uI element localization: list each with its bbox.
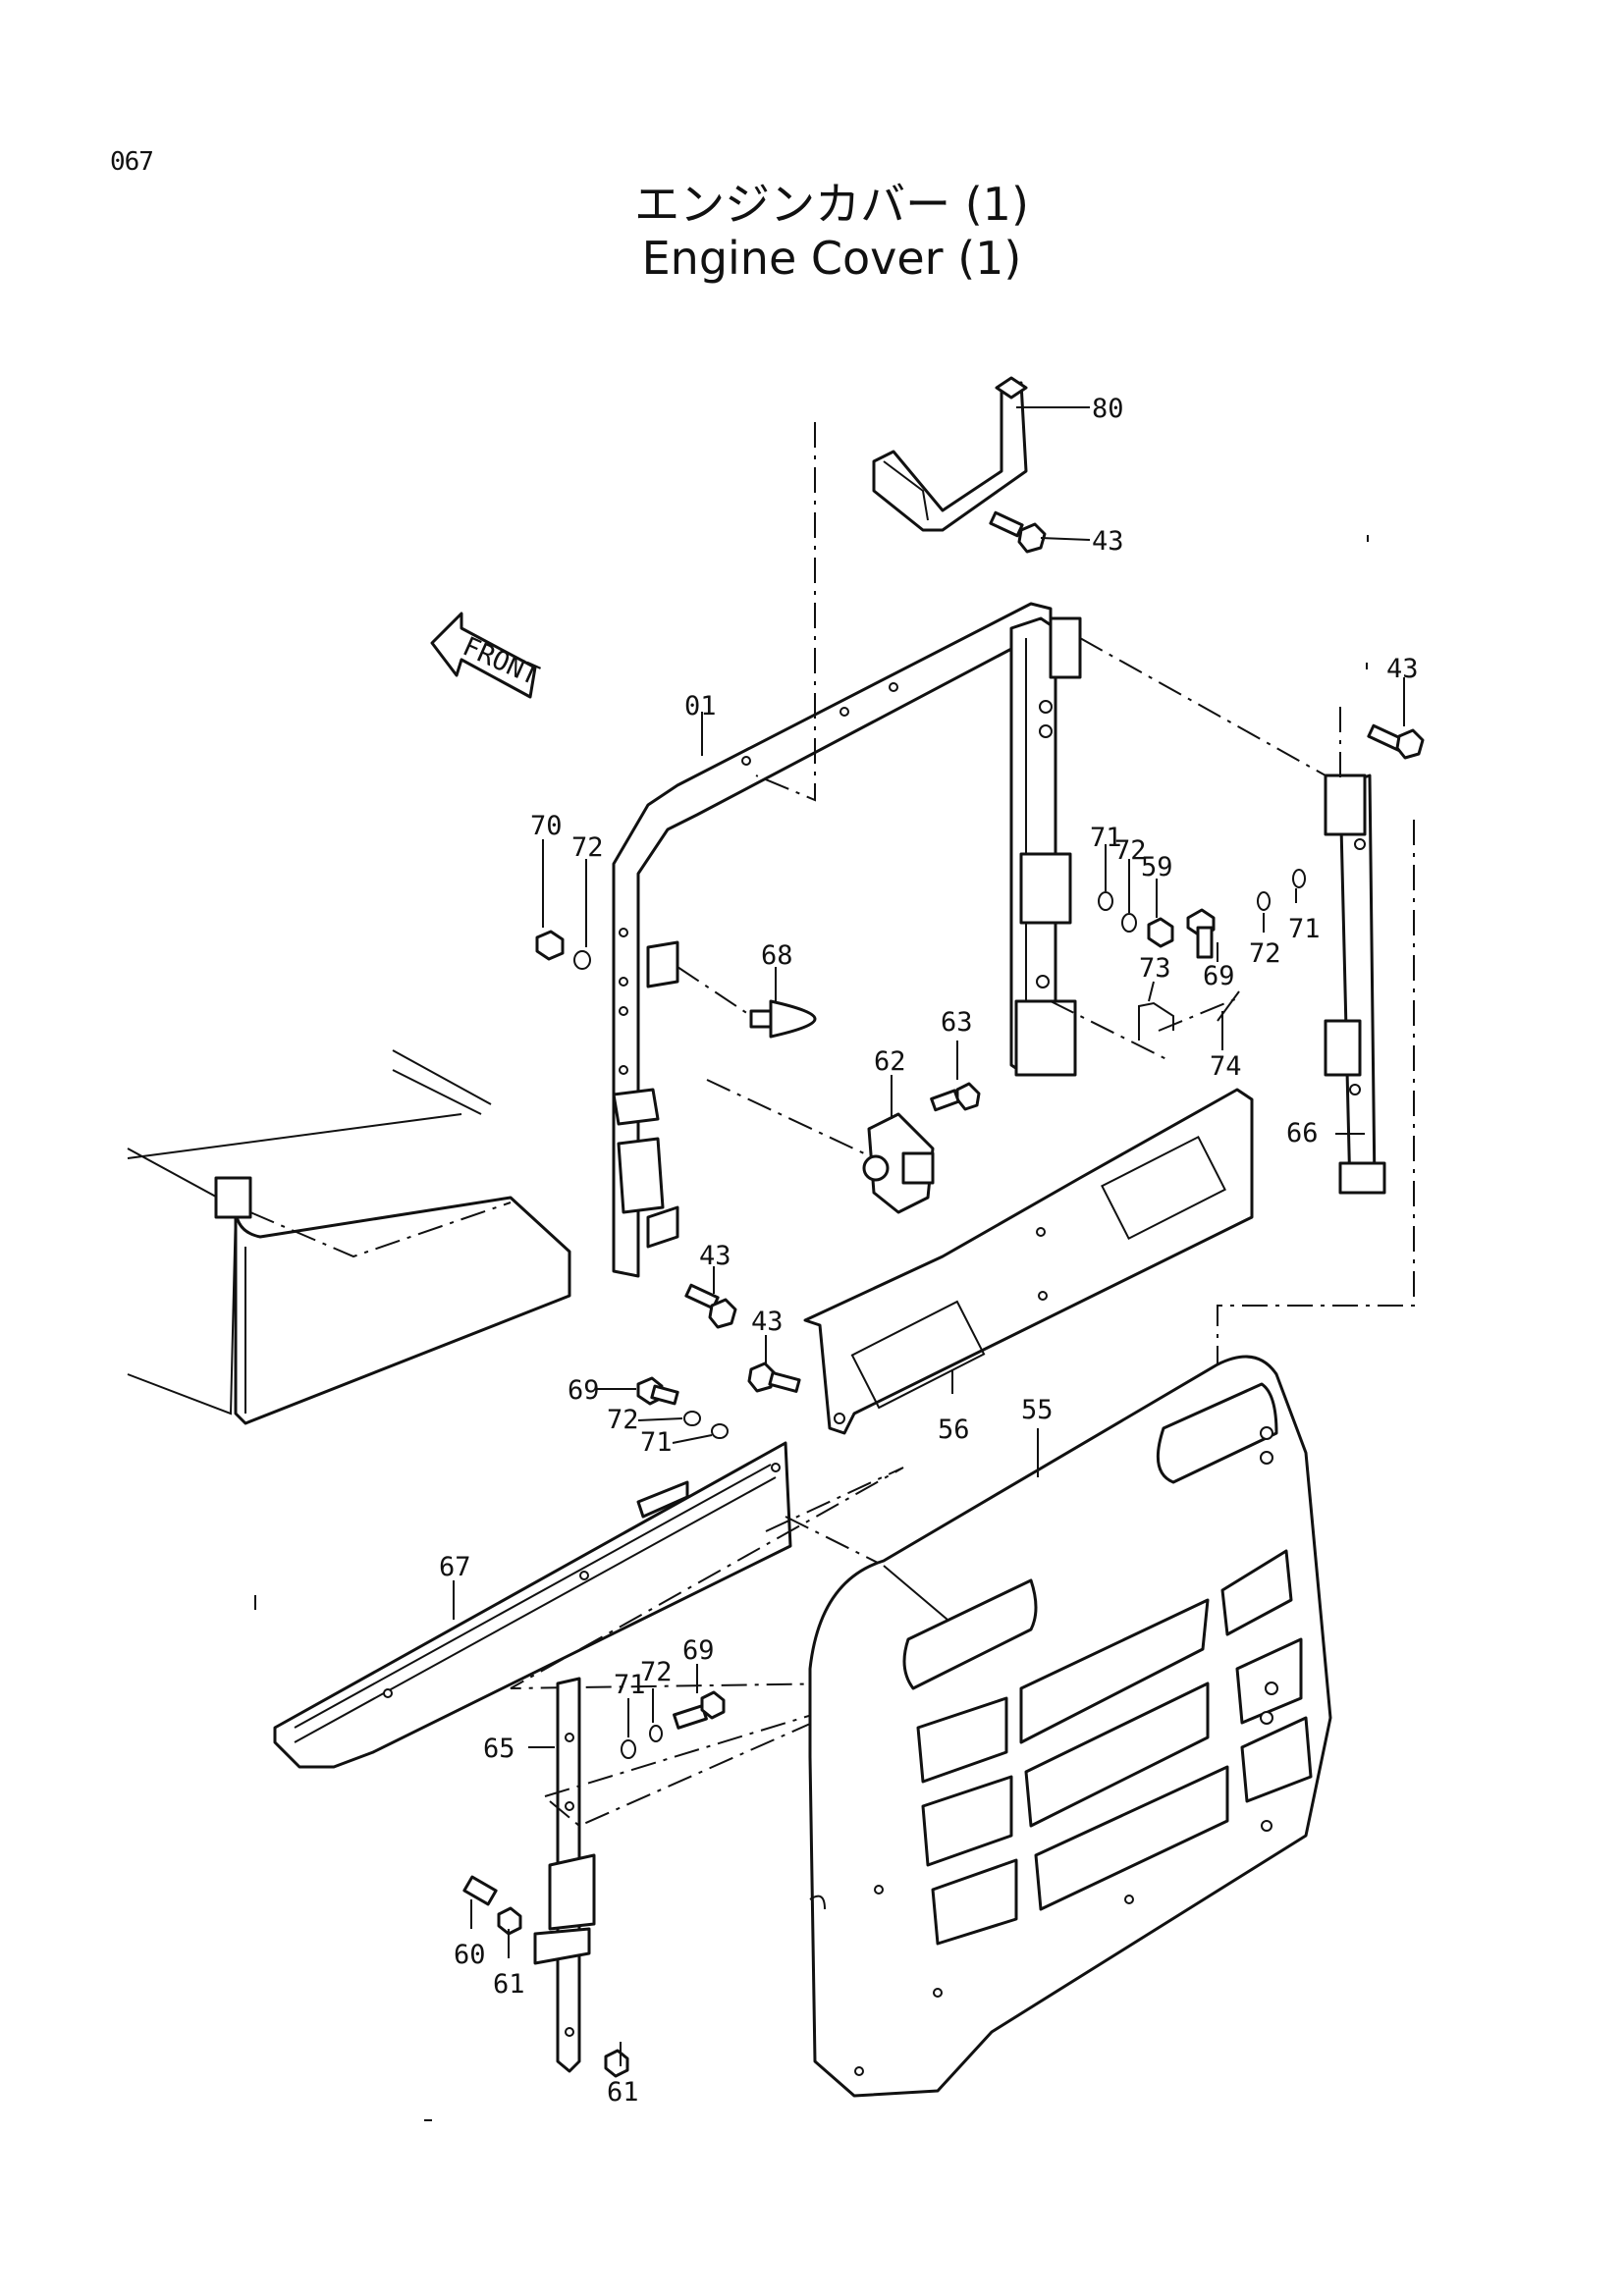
callout-01: 01 — [684, 691, 717, 721]
knob-68 — [677, 966, 817, 1039]
callout-71-left-group: 71 — [640, 1427, 673, 1458]
callout-72-left: 72 — [571, 832, 604, 863]
latch-62 — [706, 1079, 935, 1214]
title-japanese: エンジンカバー (1) — [634, 178, 1029, 231]
callout-66: 66 — [1286, 1118, 1319, 1148]
callout-61-left: 61 — [493, 1969, 525, 2000]
callout-62: 62 — [874, 1046, 906, 1077]
title-english: Engine Cover (1) — [641, 232, 1022, 285]
callout-55: 55 — [1021, 1395, 1054, 1425]
callout-56: 56 — [938, 1415, 970, 1445]
grille-cover-55 — [808, 1355, 1332, 2098]
callout-65: 65 — [483, 1734, 515, 1764]
callout-43-right: 43 — [1386, 654, 1419, 684]
callout-70: 70 — [530, 811, 563, 841]
callout-68: 68 — [761, 940, 793, 971]
callout-67: 67 — [439, 1552, 471, 1582]
callout-59: 59 — [1141, 852, 1173, 882]
stray-marks — [254, 535, 1369, 2121]
callout-43-lower: 43 — [751, 1307, 784, 1337]
callout-61-bottom: 61 — [607, 2077, 639, 2108]
callout-71-upper: 71 — [1090, 823, 1122, 853]
callout-72-upper: 72 — [1114, 835, 1147, 866]
callout-43-top: 43 — [1092, 526, 1124, 557]
hardware — [462, 510, 1425, 2078]
callout-73: 73 — [1139, 953, 1171, 984]
bracket-65 — [533, 1677, 836, 2073]
front-direction-arrow: FRONT — [430, 612, 543, 699]
leader-lines — [453, 406, 1405, 2066]
bracket-56 — [803, 1088, 1254, 1435]
page-number: 067 — [110, 147, 154, 177]
callout-72-right: 72 — [1249, 938, 1281, 969]
callout-63: 63 — [941, 1007, 973, 1038]
side-cover-panel — [127, 1049, 571, 1425]
callout-43-lower-left: 43 — [699, 1241, 731, 1271]
callout-69-lower: 69 — [682, 1635, 715, 1666]
callout-71-right: 71 — [1288, 914, 1321, 944]
callout-80: 80 — [1092, 394, 1124, 424]
callout-74: 74 — [1210, 1051, 1242, 1082]
frame-01 — [612, 422, 1326, 1278]
callout-71-lower: 71 — [614, 1670, 646, 1700]
bracket-66 — [1217, 707, 1415, 1472]
bracket-80 — [872, 376, 1028, 532]
callout-72-lower: 72 — [640, 1657, 673, 1687]
callout-60: 60 — [454, 1940, 486, 1970]
callout-72-left-group: 72 — [607, 1405, 639, 1435]
callout-labels: 80 43 43 01 70 72 68 63 62 71 72 59 73 7… — [439, 394, 1419, 2108]
callout-69-left: 69 — [568, 1375, 600, 1406]
callout-69-right: 69 — [1203, 961, 1235, 991]
